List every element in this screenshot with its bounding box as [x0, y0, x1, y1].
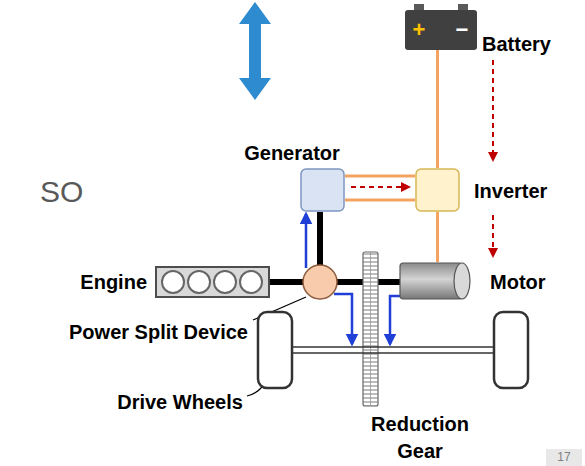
- label-holder: Drive Wheels: [117, 390, 243, 414]
- drive-wheels-outline: [256, 310, 530, 390]
- engine-block-outline: [155, 266, 270, 298]
- power-flow-arrow: [305, 214, 308, 268]
- label-holder: Generator: [244, 141, 340, 165]
- power-cable: [345, 176, 415, 200]
- drive-shaft: [317, 212, 323, 266]
- label-holder: Battery: [482, 32, 551, 56]
- part-name: Battery: [482, 33, 551, 55]
- label-holder: 17: [557, 450, 570, 465]
- label-holder: Motor: [490, 270, 546, 294]
- minus-sign: −: [456, 17, 469, 42]
- double-arrow: [239, 2, 271, 100]
- drive-shaft: [270, 279, 304, 285]
- engine-block: Engine: [155, 266, 270, 298]
- label-holder: Engine: [80, 270, 147, 294]
- power-split-circle-outline: [302, 264, 338, 300]
- page-number: 17: [557, 450, 570, 464]
- inverter-box-outline: [415, 168, 460, 212]
- label-holder: Inverter: [474, 179, 547, 203]
- motor-cylinder-outline: [400, 262, 472, 300]
- motor-cylinder: Motor: [400, 262, 472, 300]
- part-name: Power Split Device: [69, 321, 248, 343]
- cut-off-heading: SO: [40, 175, 83, 208]
- power-cable: [436, 50, 439, 168]
- electric-flow-arrow: [492, 215, 494, 256]
- power-cable: [436, 212, 439, 262]
- part-name: Engine: [80, 271, 147, 293]
- label-holder: +: [413, 16, 426, 44]
- part-name: Reduction Gear: [371, 413, 469, 462]
- reduction-gear: [363, 252, 378, 406]
- drive-wheels: Drive Wheels: [256, 310, 530, 390]
- page-number-box: [546, 449, 582, 466]
- label-holder: Power Split Device: [69, 320, 248, 344]
- generator-box: Generator: [300, 168, 345, 212]
- power-flow-arrow: [390, 296, 400, 344]
- plus-sign: +: [413, 17, 426, 42]
- part-name: Generator: [244, 142, 340, 164]
- label-holder: SO: [40, 173, 83, 211]
- part-name: Inverter: [474, 180, 547, 202]
- electric-flow-arrow: [492, 60, 494, 160]
- power-split-circle: Power Split Device: [302, 264, 338, 300]
- part-name: Motor: [490, 271, 546, 293]
- label-holder: Reduction Gear: [364, 411, 476, 465]
- inverter-box: Inverter: [415, 168, 460, 212]
- power-flow-arrow: [334, 294, 352, 344]
- label-holder: −: [456, 16, 469, 44]
- generator-box-outline: [300, 168, 345, 212]
- electric-flow-arrow: [351, 186, 409, 188]
- leader-line: [247, 387, 262, 396]
- part-name: Drive Wheels: [117, 391, 243, 413]
